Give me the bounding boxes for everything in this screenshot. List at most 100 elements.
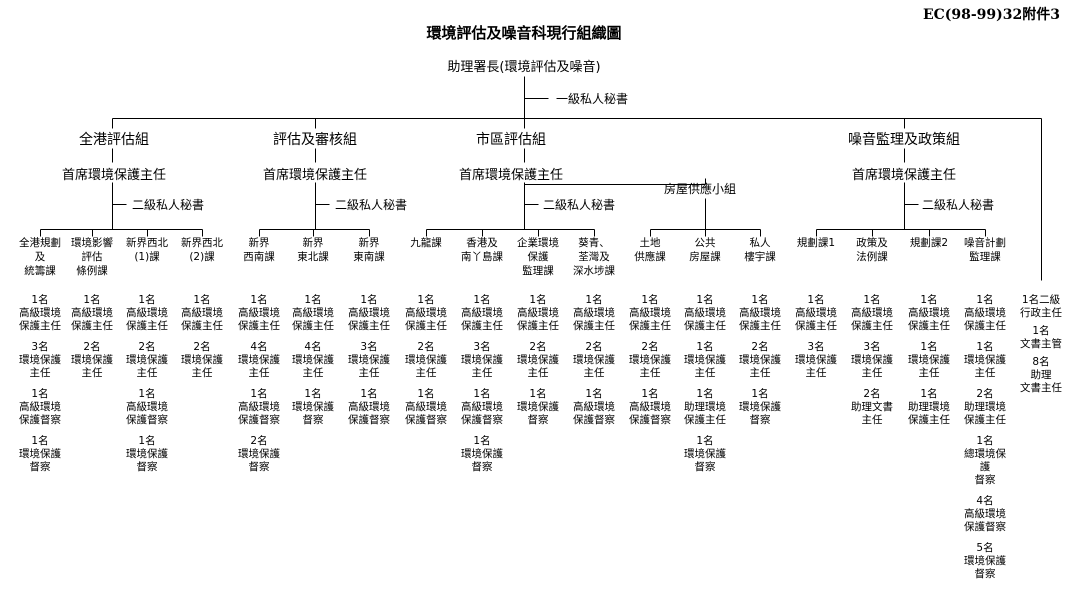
group-name: 市區評估組 (476, 132, 546, 148)
admin-staff-entry: 8名 助理 文書主任 (1020, 356, 1062, 394)
unit-staff-list: 1名 高級環境 保護主任 2名 環境保護 主任 1名 高級環境 保護督察 (397, 294, 455, 435)
unit-name: 公共 房屋課 (689, 237, 721, 263)
staff-entry: 2名 環境保護 主任 (739, 341, 781, 379)
unit-staff-list: 1名 高級環境 保護主任 3名 環境保護 主任 (787, 294, 845, 388)
subgroup-name: 房屋供應小組 (664, 182, 737, 196)
staff-entry: 1名 環境保護 督察 (292, 388, 334, 426)
staff-entry: 1名 高級環境 保護主任 (181, 294, 223, 332)
staff-entry: 1名 環境保護 督察 (739, 388, 781, 426)
unit-name: 新界 東南課 (353, 237, 385, 263)
staff-entry: 2名 環境保護 主任 (405, 341, 447, 379)
staff-entry: 3名 環境保護 主任 (795, 341, 837, 379)
staff-entry: 2名 環境保護 督察 (238, 435, 280, 473)
staff-entry: 1名 高級環境 保護主任 (739, 294, 781, 332)
group-name: 全港評估組 (79, 132, 149, 148)
staff-entry: 1名 高級環境 保護督察 (348, 388, 390, 426)
unit-name: 新界 西南課 (243, 237, 275, 263)
staff-entry: 2名 助理文書 主任 (851, 388, 893, 426)
unit-name: 規劃課2 (909, 237, 949, 249)
group-chief: 首席環境保護主任 (61, 168, 167, 183)
staff-entry: 1名 高級環境 保護督察 (461, 388, 503, 426)
staff-entry: 4名 環境保護 主任 (238, 341, 280, 379)
staff-entry: 3名 環境保護 主任 (851, 341, 893, 379)
unit-name: 九龍課 (410, 237, 442, 249)
staff-entry: 1名 高級環境 保護主任 (908, 294, 950, 332)
staff-entry: 1名 高級環境 保護主任 (405, 294, 447, 332)
unit-staff-list: 1名 高級環境 保護主任 3名 環境保護 主任 1名 高級環境 保護督察 1名 環境保… (453, 294, 511, 482)
staff-entry: 3名 環境保護 主任 (461, 341, 503, 379)
staff-entry: 1名 高級環境 保護督察 (405, 388, 447, 426)
group-secretary: 二級私人秘書 (543, 198, 616, 212)
unit-staff-list: 1名 高級環境 保護主任 2名 環境保護 主任 1名 環境保護 督察 (509, 294, 567, 435)
unit-staff-list: 1名 高級環境 保護主任 2名 環境保護 主任 (173, 294, 231, 388)
unit-name: 新界西北 (2)課 (181, 237, 223, 263)
staff-entry: 1名 高級環境 保護督察 (238, 388, 280, 426)
staff-entry: 2名 環境保護 主任 (629, 341, 671, 379)
unit-name: 政策及 法例課 (856, 237, 888, 263)
staff-entry: 1名 高級環境 保護主任 (517, 294, 559, 332)
staff-entry: 1名 環境保護 督察 (461, 435, 503, 473)
admin-staff-entry: 1名二級 行政主任 (1020, 294, 1062, 319)
staff-entry: 2名 環境保護 主任 (71, 341, 113, 379)
unit-name: 土地 供應課 (634, 237, 666, 263)
staff-entry: 1名 高級環境 保護督察 (629, 388, 671, 426)
unit-staff-list: 1名 高級環境 保護主任 2名 環境保護 主任 1名 環境保護 督察 (731, 294, 789, 435)
unit-name: 葵青、 荃灣及 深水埗課 (573, 237, 615, 277)
document-reference: EC(98-99)32附件3 (922, 7, 1060, 23)
staff-entry: 1名 高級環境 保護主任 (126, 294, 168, 332)
unit-name: 香港及 南丫島課 (461, 237, 503, 263)
group-secretary: 二級私人秘書 (132, 198, 205, 212)
staff-entry: 1名 高級環境 保護主任 (71, 294, 113, 332)
unit-name: 環境影響 評估 條例課 (71, 237, 113, 277)
unit-name: 企業環境 保護 監理課 (517, 237, 559, 277)
staff-entry: 2名 環境保護 主任 (126, 341, 168, 379)
unit-staff-list: 1名 高級環境 保護主任 3名 環境保護 主任 2名 助理文書 主任 (843, 294, 901, 435)
staff-entry: 2名 環境保護 主任 (181, 341, 223, 379)
staff-entry: 2名 環境保護 主任 (517, 341, 559, 379)
group-secretary: 二級私人秘書 (922, 198, 995, 212)
staff-entry: 5名 環境保護 督察 (964, 542, 1006, 580)
chart-title: 環境評估及噪音科現行組織圖 (426, 24, 622, 42)
unit-name: 新界 東北課 (297, 237, 329, 263)
unit-name: 噪音計劃 監理課 (964, 237, 1006, 263)
staff-entry: 1名 助理環境 保護主任 (684, 388, 726, 426)
unit-name: 私人 樓宇課 (744, 237, 776, 263)
staff-entry: 1名 高級環境 保護主任 (964, 294, 1006, 332)
staff-entry: 1名 高級環境 保護主任 (348, 294, 390, 332)
head-secretary: 一級私人秘書 (556, 92, 629, 106)
staff-entry: 1名 環境保護 督察 (517, 388, 559, 426)
group-secretary: 二級私人秘書 (335, 198, 408, 212)
staff-entry: 1名 環境保護 主任 (964, 341, 1006, 379)
staff-entry: 3名 環境保護 主任 (19, 341, 61, 379)
unit-staff-list: 1名 高級環境 保護主任 2名 環境保護 主任 1名 高級環境 保護督察 (621, 294, 679, 435)
staff-entry: 1名 高級環境 保護督察 (126, 388, 168, 426)
staff-entry: 1名 高級環境 保護主任 (19, 294, 61, 332)
unit-name: 規劃課1 (796, 237, 836, 249)
staff-entry: 4名 環境保護 主任 (292, 341, 334, 379)
staff-entry: 1名 環境保護 主任 (684, 341, 726, 379)
head-position: 助理署長(環境評估及噪音) (447, 60, 601, 75)
staff-entry: 1名 高級環境 保護主任 (461, 294, 503, 332)
staff-entry: 1名 高級環境 保護主任 (629, 294, 671, 332)
staff-entry: 1名 高級環境 保護主任 (795, 294, 837, 332)
group-chief: 首席環境保護主任 (851, 168, 957, 183)
staff-entry: 1名 環境保護 主任 (908, 341, 950, 379)
staff-entry: 3名 環境保護 主任 (348, 341, 390, 379)
unit-staff-list: 1名 高級環境 保護主任 3名 環境保護 主任 1名 高級環境 保護督察 (340, 294, 398, 435)
staff-entry: 1名 環境保護 督察 (19, 435, 61, 473)
staff-entry: 1名 總環境保 護 督察 (964, 435, 1006, 486)
staff-entry: 1名 高級環境 保護主任 (851, 294, 893, 332)
group-chief: 首席環境保護主任 (262, 168, 368, 183)
staff-entry: 2名 助理環境 保護主任 (964, 388, 1006, 426)
unit-name: 新界西北 (1)課 (126, 237, 168, 263)
staff-entry: 4名 高級環境 保護督察 (964, 495, 1006, 533)
group-name: 評估及審核組 (273, 132, 357, 148)
staff-entry: 1名 高級環境 保護主任 (573, 294, 615, 332)
